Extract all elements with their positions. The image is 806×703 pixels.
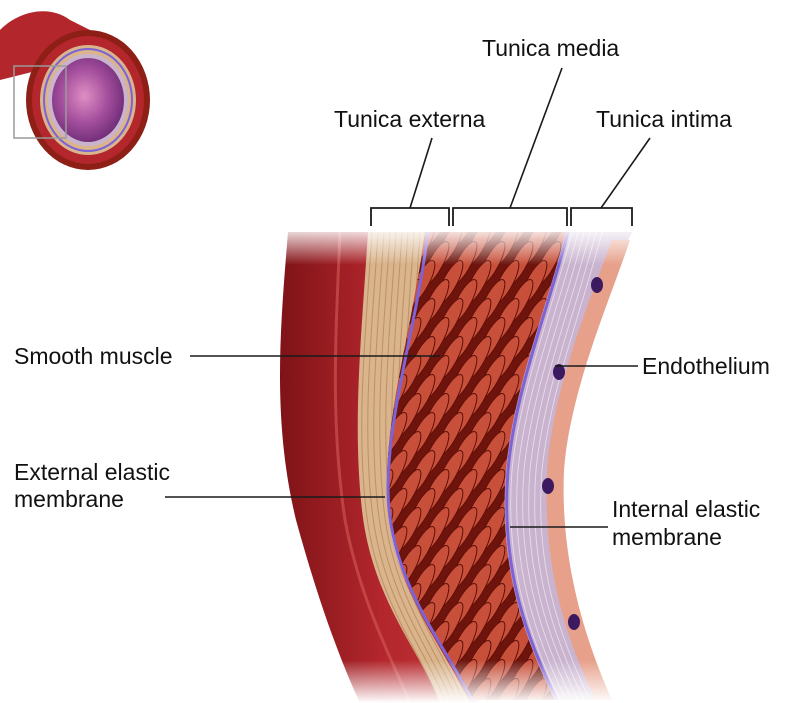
artery-cross-section-thumbnail [0,11,150,170]
tunica-externa-leader [410,138,432,208]
smooth-muscle-label: Smooth muscle [14,343,173,369]
vessel-wall-section [270,201,650,703]
tunica-externa-label: Tunica externa [334,106,485,132]
tunica-media-bracket [453,208,567,226]
external-elastic-membrane-label-line1: External elastic [14,459,170,485]
tunica-externa-bracket [371,208,449,226]
endothelial-nucleus [542,478,554,494]
tunica-intima-bracket [571,208,632,226]
internal-elastic-membrane-label-line2: membrane [612,524,722,550]
endothelial-nucleus [568,614,580,630]
tunica-media-label: Tunica media [482,35,619,61]
tunica-intima-label: Tunica intima [596,106,732,132]
endothelial-nucleus [591,277,603,293]
tunica-intima-leader [601,138,650,208]
tunica-media-leader [510,68,562,208]
internal-elastic-membrane-label-line1: Internal elastic [612,496,760,522]
endothelium-label: Endothelium [642,353,770,379]
layer-brackets [371,208,632,226]
thumbnail-lumen [52,58,124,142]
external-elastic-membrane-label-line2: membrane [14,486,124,512]
